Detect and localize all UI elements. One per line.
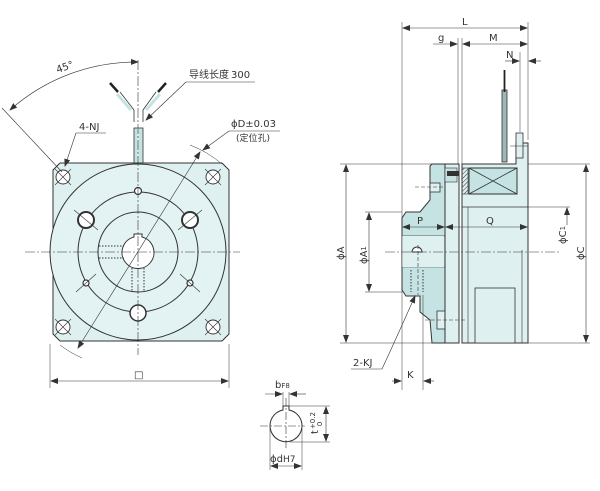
dim-L: L — [462, 17, 468, 28]
front-view: 45° 导线长度 300 4-NJ ϕD±0.03 (定位孔) □ — [1, 58, 280, 388]
lead-wire-label: 导线长度 — [189, 68, 229, 81]
key-depth-label: t+0.20 — [309, 412, 324, 434]
tap-label: 2-KJ — [353, 358, 372, 369]
lead-wire-length: 300 — [231, 70, 250, 81]
dim-P: P — [417, 216, 423, 227]
angle-label: 45° — [55, 60, 75, 76]
dim-M: M — [489, 33, 498, 44]
dim-g: g — [438, 33, 444, 44]
corner-holes — [54, 168, 222, 336]
bore-label: ϕdH7 — [270, 454, 295, 465]
shaft-keyway-detail: bF8 t+0.20 ϕdH7 — [260, 380, 330, 470]
dim-K: K — [407, 370, 414, 381]
mount-holes-label: 4-NJ — [79, 122, 99, 133]
dim-phiC: ϕC — [576, 246, 587, 260]
dim-N: N — [506, 50, 513, 61]
side-view: L g M N P Q ϕA ϕA1 ϕC1 ϕC 2-KJ — [336, 17, 590, 390]
dim-phiA: ϕA — [336, 246, 347, 260]
pilot-dia-note: (定位孔) — [236, 132, 270, 144]
dim-phiA1: ϕA1 — [359, 246, 370, 264]
key-width-label: bF8 — [275, 380, 290, 391]
armature-disk — [444, 163, 460, 344]
dim-Q: Q — [486, 216, 494, 227]
pilot-dia-label: ϕD±0.03 — [231, 119, 276, 130]
square-size-label: □ — [134, 370, 143, 381]
dim-phiC1: ϕC1 — [558, 226, 569, 244]
